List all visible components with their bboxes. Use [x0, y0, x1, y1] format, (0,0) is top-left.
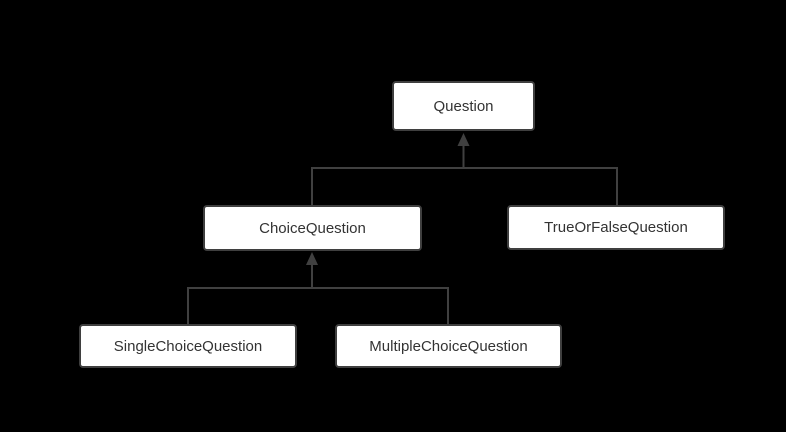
node-single-choice-question: SingleChoiceQuestion	[79, 324, 297, 368]
edge-group-choice-question-children	[187, 252, 449, 324]
node-multiple-choice-question: MultipleChoiceQuestion	[335, 324, 562, 368]
arrowhead-to-choice-question	[306, 252, 318, 265]
arrowhead-to-question	[457, 133, 470, 146]
node-choice-question: ChoiceQuestion	[203, 205, 422, 251]
edge-group-question-children	[311, 133, 618, 205]
node-question: Question	[392, 81, 535, 131]
node-true-or-false-question: TrueOrFalseQuestion	[507, 205, 725, 250]
